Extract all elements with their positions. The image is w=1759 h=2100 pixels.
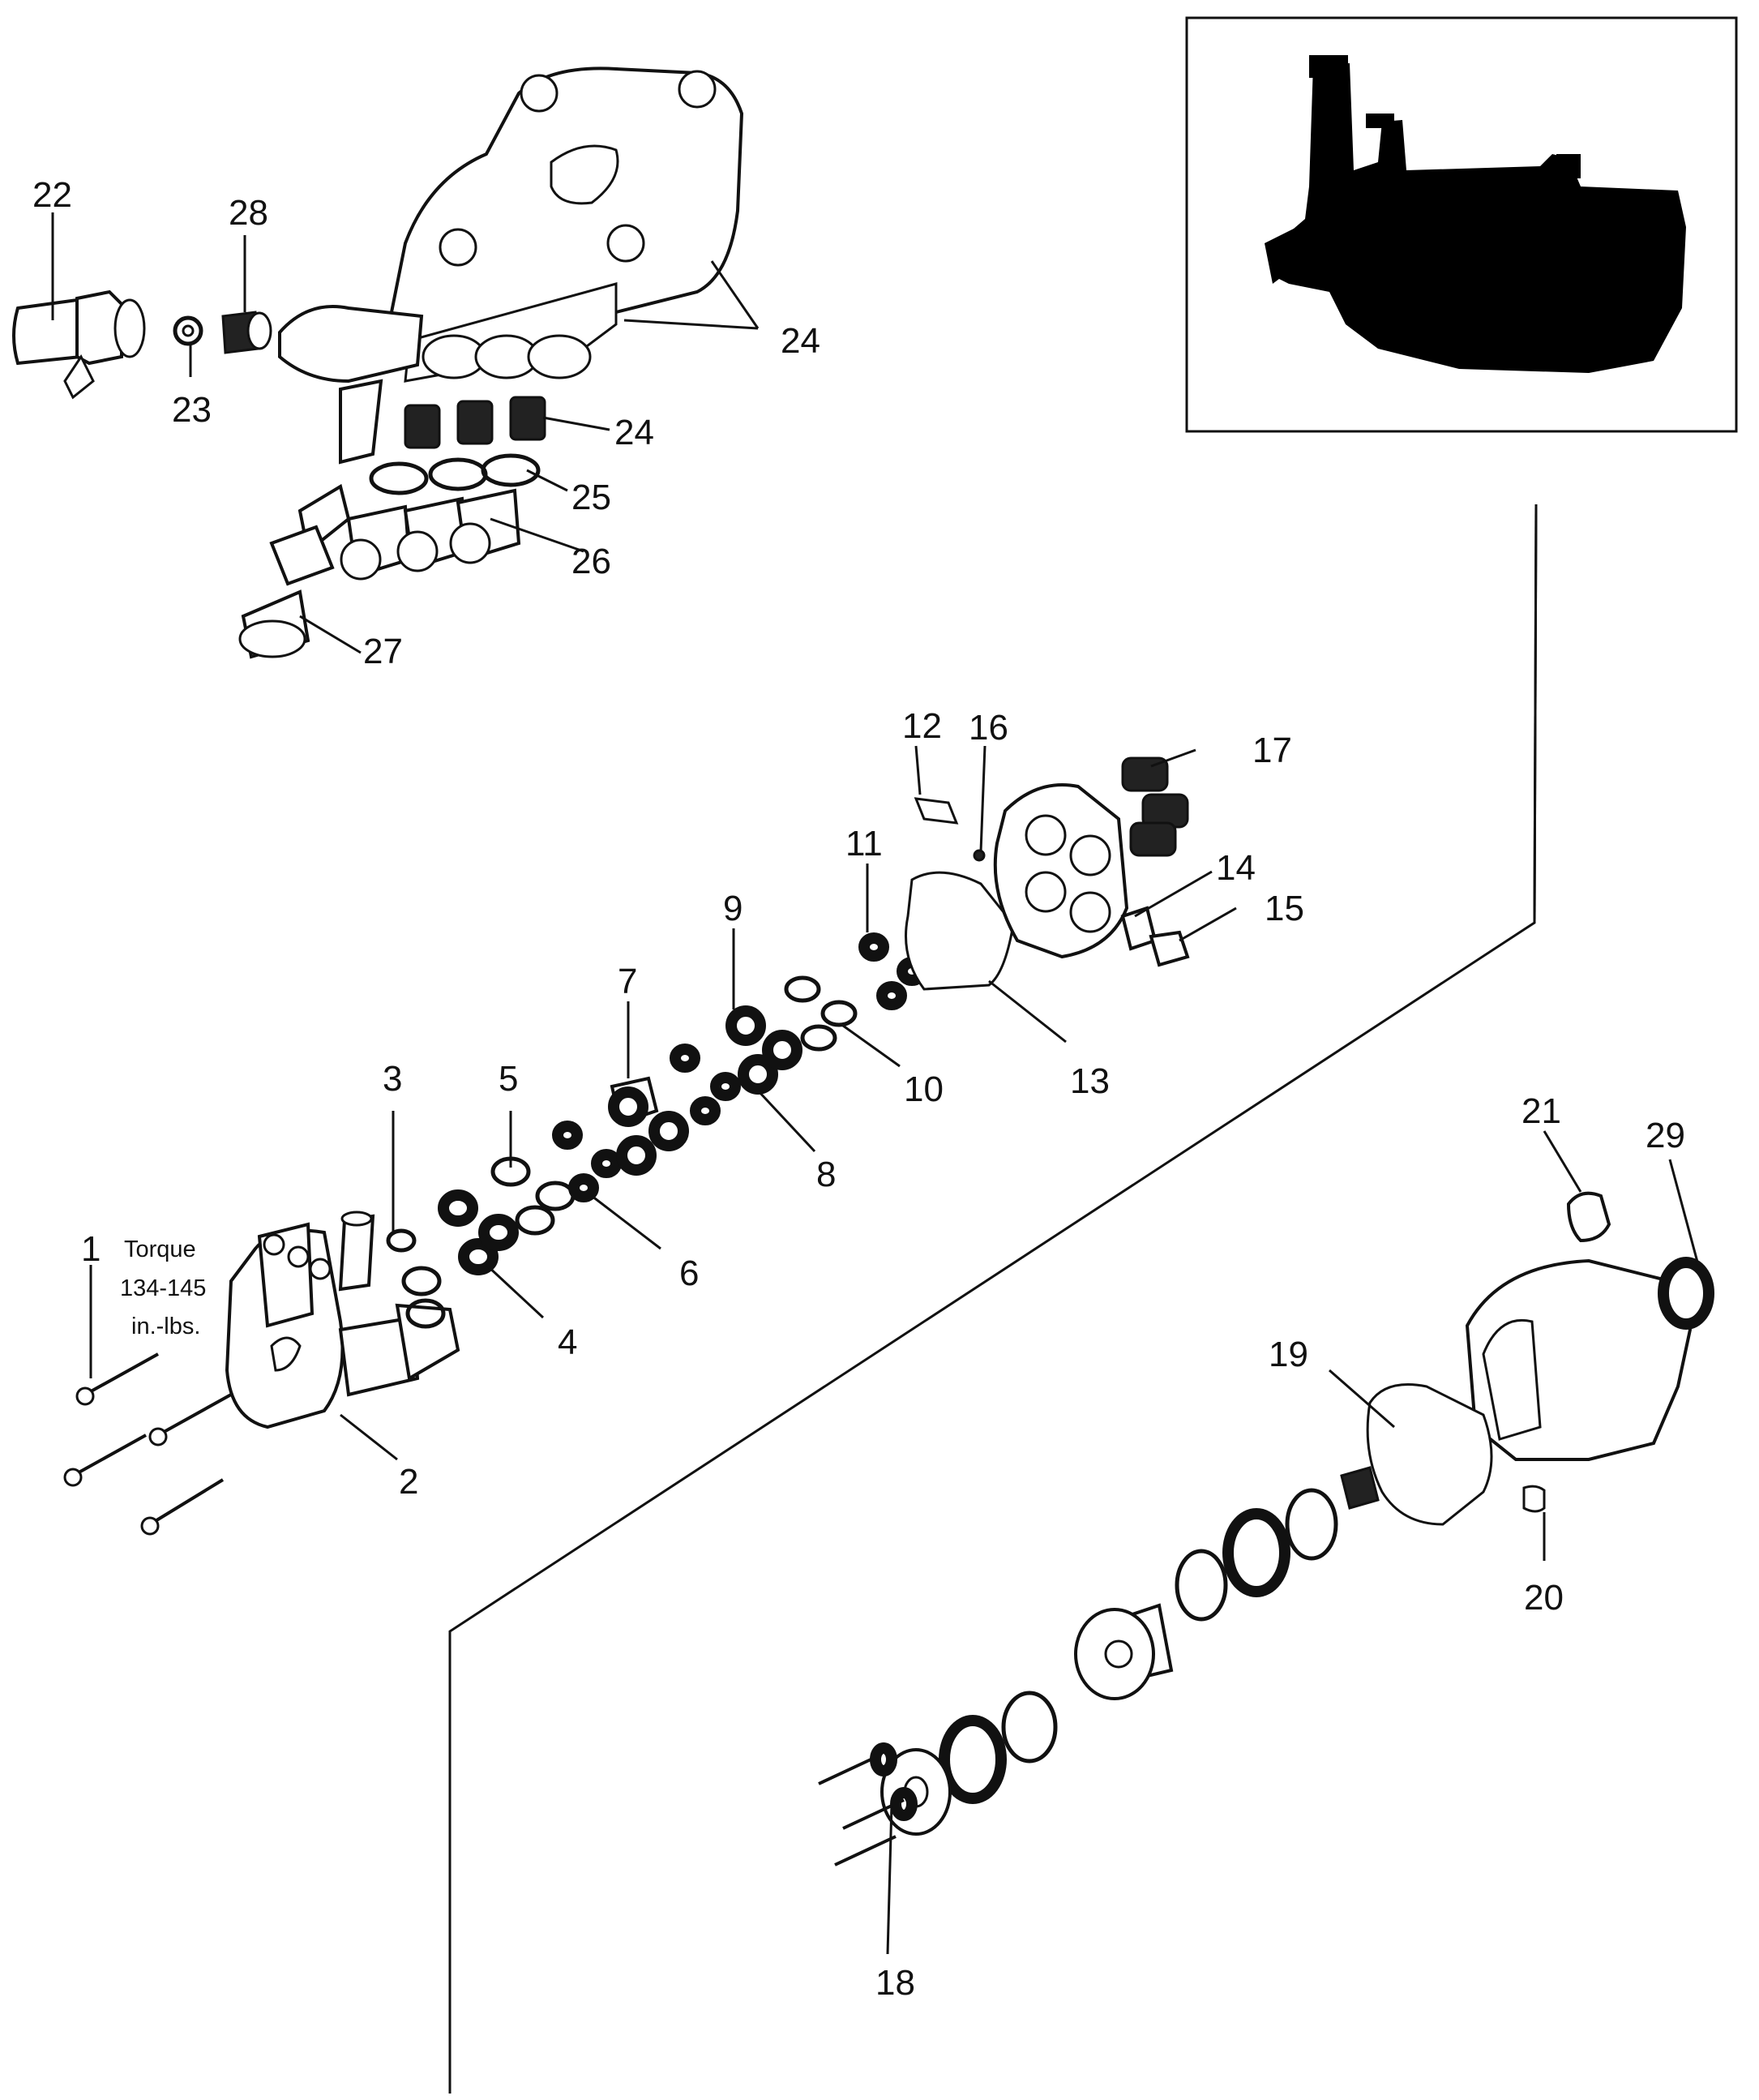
callout-9: 9	[723, 889, 743, 928]
callout-24-lower: 24	[614, 413, 654, 452]
valve-housing	[905, 756, 1190, 991]
callout-29: 29	[1646, 1116, 1685, 1155]
callout-4: 4	[558, 1322, 577, 1362]
callout-7: 7	[618, 962, 637, 1001]
callout-16: 16	[969, 708, 1008, 748]
callout-8: 8	[816, 1155, 836, 1194]
callout-24-upper: 24	[781, 321, 820, 361]
head-bolts	[63, 1352, 232, 1536]
torque-note-line1: Torque	[124, 1236, 196, 1262]
callout-21: 21	[1521, 1091, 1561, 1131]
seal-stack	[386, 932, 927, 1329]
callout-19: 19	[1269, 1335, 1308, 1374]
callout-2: 2	[399, 1462, 418, 1502]
callout-27: 27	[363, 632, 403, 671]
manifold-assembly	[12, 66, 744, 659]
callout-17: 17	[1252, 731, 1292, 770]
pump-silhouette-image	[1265, 55, 1686, 373]
callout-10: 10	[904, 1069, 944, 1109]
callout-15: 15	[1265, 889, 1304, 928]
callout-12: 12	[902, 706, 942, 746]
callout-6: 6	[679, 1254, 699, 1293]
leader-lines	[51, 212, 1700, 1955]
torque-note: Torque 134-145 in.-lbs.	[120, 1236, 206, 1339]
callout-20: 20	[1524, 1578, 1564, 1618]
torque-note-line3: in.-lbs.	[131, 1314, 200, 1339]
callout-18: 18	[875, 1963, 915, 2003]
callout-23: 23	[172, 390, 212, 430]
callout-28: 28	[229, 193, 268, 233]
crankcase	[818, 1191, 1714, 1866]
torque-note-line2: 134-145	[120, 1275, 206, 1301]
callout-14: 14	[1216, 848, 1256, 888]
callout-25: 25	[571, 478, 611, 517]
callout-labels: 1 2 3 4 5 6 7 8 9 10 11 12 13 14 15 16 1…	[32, 175, 1685, 2003]
callout-3: 3	[383, 1059, 402, 1099]
callout-26: 26	[571, 542, 611, 581]
callout-13: 13	[1070, 1061, 1110, 1101]
pump-head	[225, 1211, 460, 1429]
callout-5: 5	[499, 1059, 518, 1099]
callout-11: 11	[845, 824, 883, 864]
inset-photo	[1185, 16, 1738, 433]
callout-1: 1	[81, 1229, 101, 1269]
callout-22: 22	[32, 175, 72, 215]
